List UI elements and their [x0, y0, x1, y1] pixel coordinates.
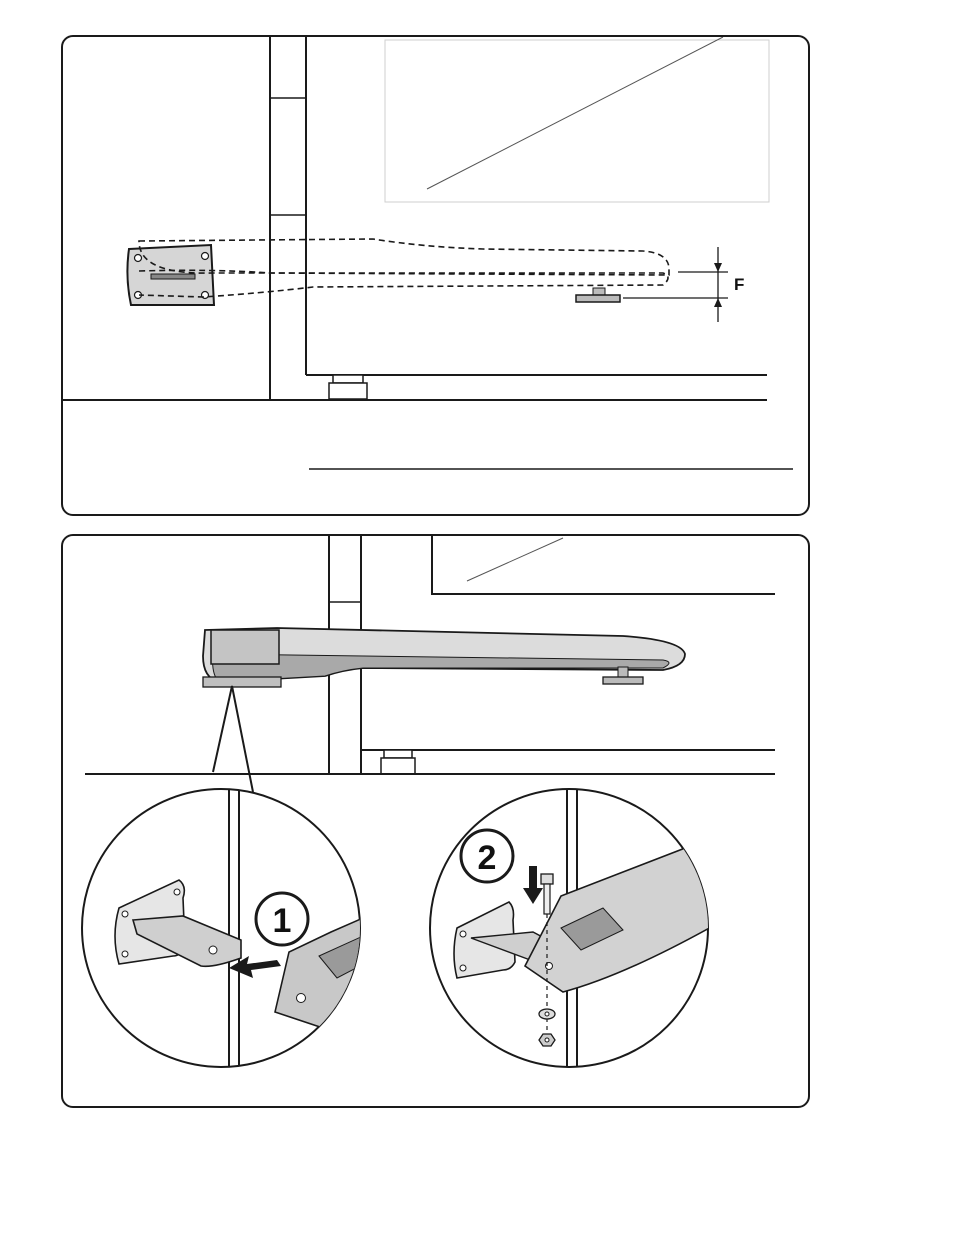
dimension-arrow-head-down	[714, 263, 722, 272]
gate-panel	[385, 40, 769, 202]
step-1-label: 1	[273, 902, 292, 940]
pillar-bracket-plate	[203, 677, 281, 687]
bracket-screw	[135, 255, 142, 262]
operator-motor-cover	[211, 630, 279, 664]
detail-circle-step-2: 2	[430, 786, 723, 1076]
gate-diagonal-brace	[427, 37, 723, 189]
installation-steps-drawing: 1	[63, 536, 810, 1108]
gate-foot	[329, 383, 367, 399]
operator-outline-upper	[139, 239, 669, 275]
dimension-f-label: F	[734, 275, 744, 294]
step-2-label: 2	[478, 839, 497, 877]
gate-bracket-stem	[593, 288, 605, 295]
bracket-screw	[202, 253, 209, 260]
dimension-arrow-head-up	[714, 298, 722, 307]
gate-bracket-stem	[618, 667, 628, 677]
detail-circle-step-1: 1	[82, 786, 413, 1076]
bracket-slot	[151, 274, 195, 279]
gate-foot	[381, 758, 415, 774]
gate-foot-top	[384, 750, 412, 758]
gate-diagonal-brace	[467, 538, 563, 581]
figure-panel-installation-steps: 1	[61, 534, 810, 1108]
gate-bracket	[603, 677, 643, 684]
gate-panel	[432, 536, 775, 594]
zoom-pointer	[213, 686, 253, 792]
figure-panel-dimension-f: F	[61, 35, 810, 516]
dimension-f-drawing: F	[63, 37, 810, 516]
gate-foot-top	[333, 375, 363, 383]
gate-bracket	[576, 295, 620, 302]
